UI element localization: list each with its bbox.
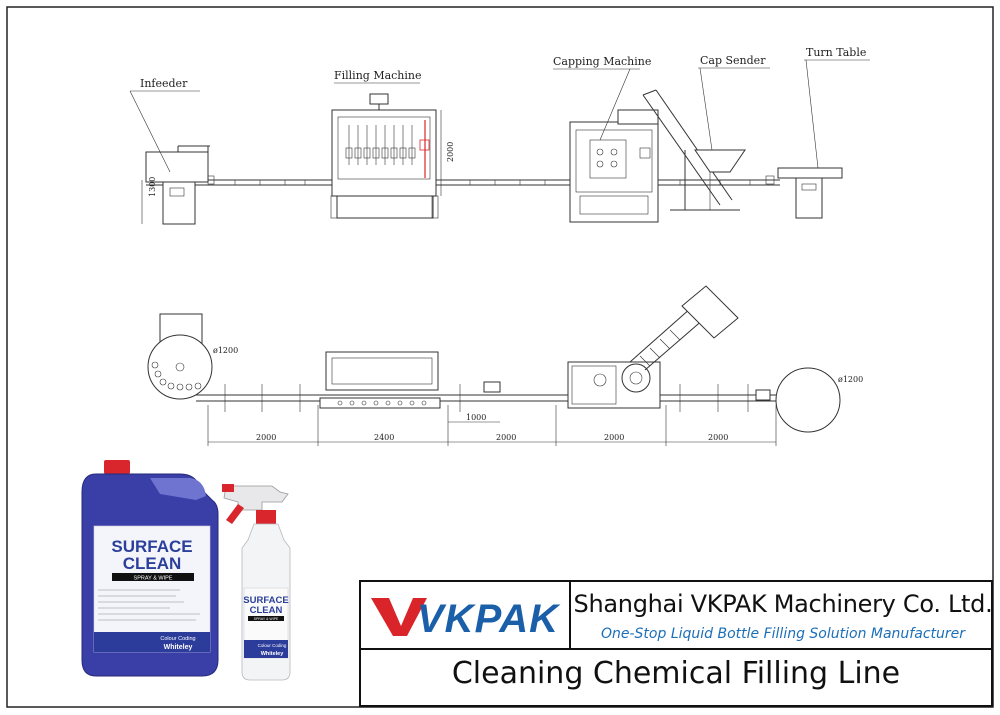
filler-plan <box>319 351 441 409</box>
filling-machine-elevation <box>330 93 439 219</box>
turntable-right-plan <box>775 367 841 433</box>
elevation-view: 1300 Infeeder <box>129 46 870 225</box>
dim-right-turntable-dia: ø1200 <box>838 375 863 384</box>
jug-brand-line1: SURFACE <box>111 537 192 556</box>
drawing-title: Cleaning Chemical Filling Line <box>451 656 901 691</box>
jug-maker: Whiteley <box>164 644 193 651</box>
infeeder-elevation <box>145 145 215 225</box>
jug-tag: Colour Coding <box>160 636 195 642</box>
company-name: Shanghai VKPAK Machinery Co. Ltd. <box>573 590 993 618</box>
jug-brand-line2: CLEAN <box>123 554 182 573</box>
spray-brand-line1: SURFACE <box>243 595 288 606</box>
vkpak-logo: VKPAK <box>361 582 571 648</box>
motor-plan <box>483 381 501 393</box>
label-cap-sender: Cap Sender <box>700 54 766 67</box>
turn-table-elevation <box>765 167 843 219</box>
cleaner-jug: SURFACE CLEAN SPRAY & WIPE Colour Coding… <box>81 460 219 677</box>
dim-seg4: 2000 <box>604 433 624 442</box>
motor-right-plan <box>755 389 771 401</box>
label-capping-machine: Capping Machine <box>553 55 651 68</box>
capping-machine-elevation <box>569 109 659 223</box>
drawing-frame <box>6 6 994 708</box>
spray-maker: Whiteley <box>261 651 285 657</box>
capper-plan <box>567 361 661 409</box>
label-turn-table: Turn Table <box>806 46 866 59</box>
dim-seg5: 2000 <box>708 433 728 442</box>
plan-view: ø1200 <box>147 285 863 446</box>
title-block: VKPAK Shanghai VKPAK Machinery Co. Ltd. … <box>359 580 993 707</box>
jug-sub: SPRAY & WIPE <box>134 576 173 582</box>
cap-sender-elevation <box>642 89 746 211</box>
product-photo: SURFACE CLEAN SPRAY & WIPE Colour Coding… <box>81 460 291 681</box>
turntable-left-plan <box>147 313 213 400</box>
spray-tag: Colour Coding <box>258 643 287 648</box>
label-filling-machine: Filling Machine <box>334 69 422 82</box>
dim-filler-height: 2000 <box>446 142 455 162</box>
logo-text: VKPAK <box>417 597 561 638</box>
cap-sender-plan <box>629 285 739 371</box>
spray-brand-line2: CLEAN <box>250 605 283 616</box>
title-divider <box>361 648 991 650</box>
dim-seg1: 2000 <box>256 433 276 442</box>
dim-left-turntable-dia: ø1200 <box>213 346 238 355</box>
company-tagline: One-Stop Liquid Bottle Filling Solution … <box>600 626 965 642</box>
logo-mark: VKPAK <box>371 597 561 638</box>
spray-bottle: SURFACE CLEAN SPRAY & WIPE Colour Coding… <box>222 484 291 681</box>
dim-infeeder-height: 1300 <box>148 177 157 197</box>
label-infeeder: Infeeder <box>140 77 188 90</box>
dim-seg3a: 1000 <box>466 413 486 422</box>
dim-seg2: 2400 <box>374 433 394 442</box>
dim-seg3b: 2000 <box>496 433 516 442</box>
spray-sub: SPRAY & WIPE <box>254 617 279 621</box>
